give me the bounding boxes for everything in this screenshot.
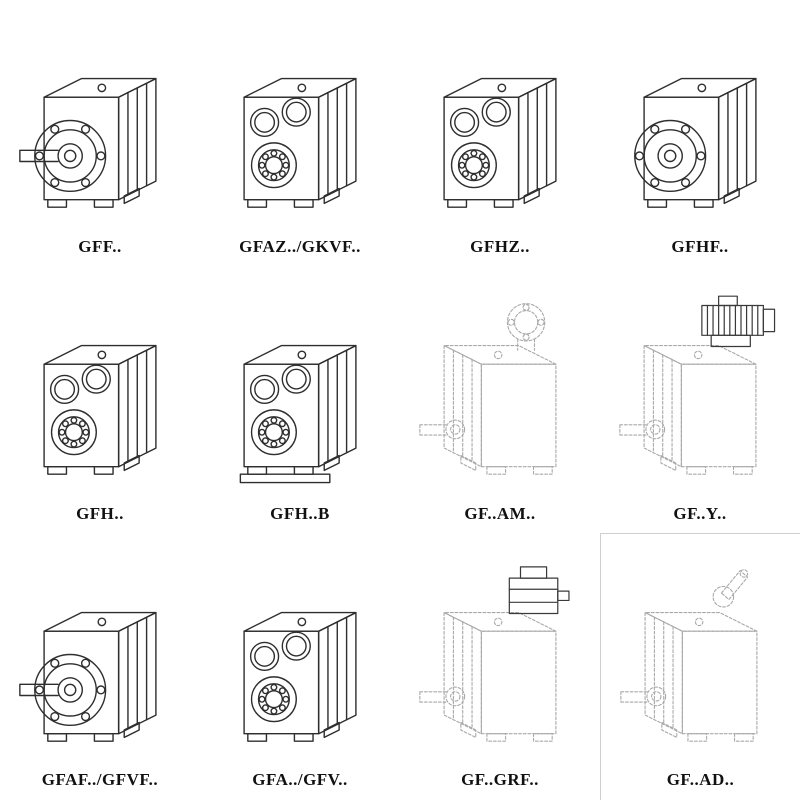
gearbox-label: GFHF.. <box>671 236 729 256</box>
gearbox-input-shaft-drawing <box>616 552 786 757</box>
gearbox-figure <box>402 539 598 769</box>
gearbox-figure <box>2 539 198 769</box>
gearbox-label: GF..AD.. <box>666 770 735 790</box>
gearbox-bore-drawing <box>215 18 385 223</box>
gearbox-label: GF..AM.. <box>464 503 536 523</box>
gearbox-figure <box>202 539 398 769</box>
gearbox-cell: GFF.. <box>0 0 200 267</box>
gearbox-cell: GF..Y.. <box>600 267 800 534</box>
gearbox-input-adapter-drawing <box>415 552 585 757</box>
gearbox-label: GFA../GFV.. <box>252 770 348 790</box>
gearbox-figure <box>202 6 398 236</box>
gearbox-figure <box>2 273 198 503</box>
gearbox-motor-drawing <box>615 285 785 490</box>
gearbox-figure <box>202 273 398 503</box>
gearbox-cell: GFH.. <box>0 267 200 534</box>
gearbox-label: GFH..B <box>270 503 330 523</box>
gearbox-label: GF..Y.. <box>673 503 727 523</box>
gearbox-label: GFH.. <box>76 503 124 523</box>
gearbox-cell: GFHZ.. <box>400 0 600 267</box>
gearbox-flange-drawing <box>615 18 785 223</box>
gearbox-flange-shaft-drawing <box>15 552 185 757</box>
gearbox-cell: GF..AM.. <box>400 267 600 534</box>
gearbox-label: GFAF../GFVF.. <box>41 770 159 790</box>
gearbox-figure <box>602 273 798 503</box>
gearbox-figure <box>602 6 798 236</box>
gearbox-figure <box>2 6 198 236</box>
gearbox-input-flange-drawing <box>415 285 585 490</box>
gearbox-bore-drawing <box>15 285 185 490</box>
gearbox-bore-foot-drawing <box>239 285 385 484</box>
gearbox-bore-drawing <box>215 552 385 757</box>
gearbox-flange-shaft-drawing <box>15 18 185 223</box>
gearbox-label: GFHZ.. <box>470 236 530 256</box>
gearbox-figure <box>603 540 798 769</box>
gearbox-cell: GFHF.. <box>600 0 800 267</box>
gearbox-figure <box>402 6 598 236</box>
gearbox-cell: GFH..B <box>200 267 400 534</box>
gearbox-cell: GF..AD.. <box>600 533 800 800</box>
gearbox-figure <box>402 273 598 503</box>
gearbox-label: GFF.. <box>78 236 122 256</box>
gearbox-bore-drawing <box>415 18 585 223</box>
gearbox-cell: GFA../GFV.. <box>200 533 400 800</box>
gearbox-cell: GFAZ../GKVF.. <box>200 0 400 267</box>
gearbox-label: GF..GRF.. <box>461 770 539 790</box>
gearbox-cell: GFAF../GFVF.. <box>0 533 200 800</box>
gearbox-label: GFAZ../GKVF.. <box>239 236 361 256</box>
gearbox-cell: GF..GRF.. <box>400 533 600 800</box>
